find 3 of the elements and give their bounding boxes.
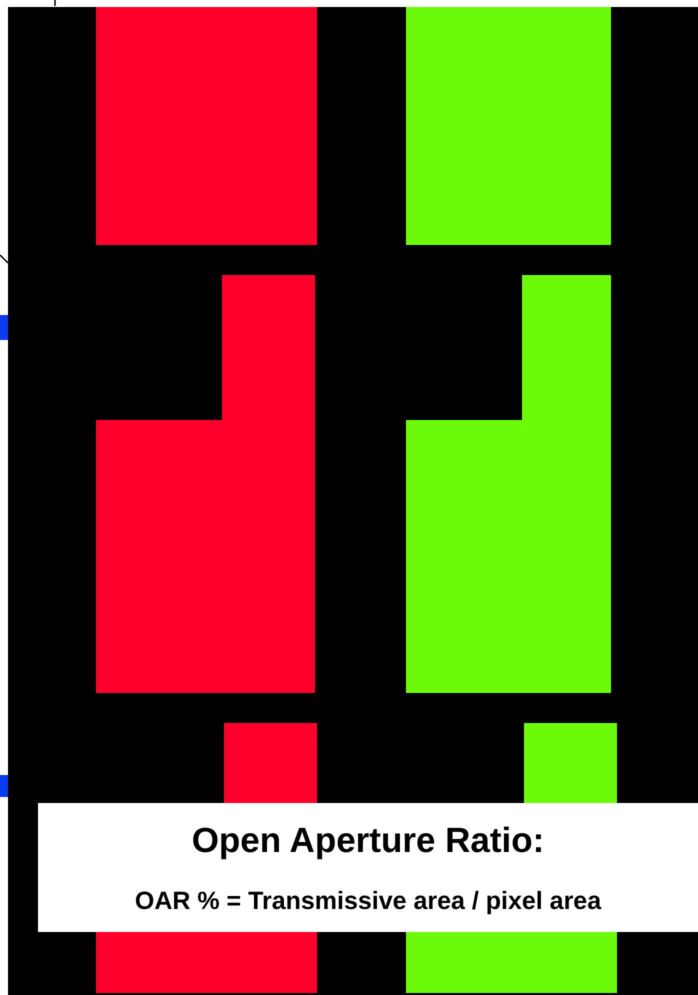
formula-text: OAR % = Transmissive area / pixel area — [134, 887, 602, 916]
panel-heading: Open Aperture Ratio: — [190, 821, 546, 861]
formula-panel — [38, 803, 698, 932]
